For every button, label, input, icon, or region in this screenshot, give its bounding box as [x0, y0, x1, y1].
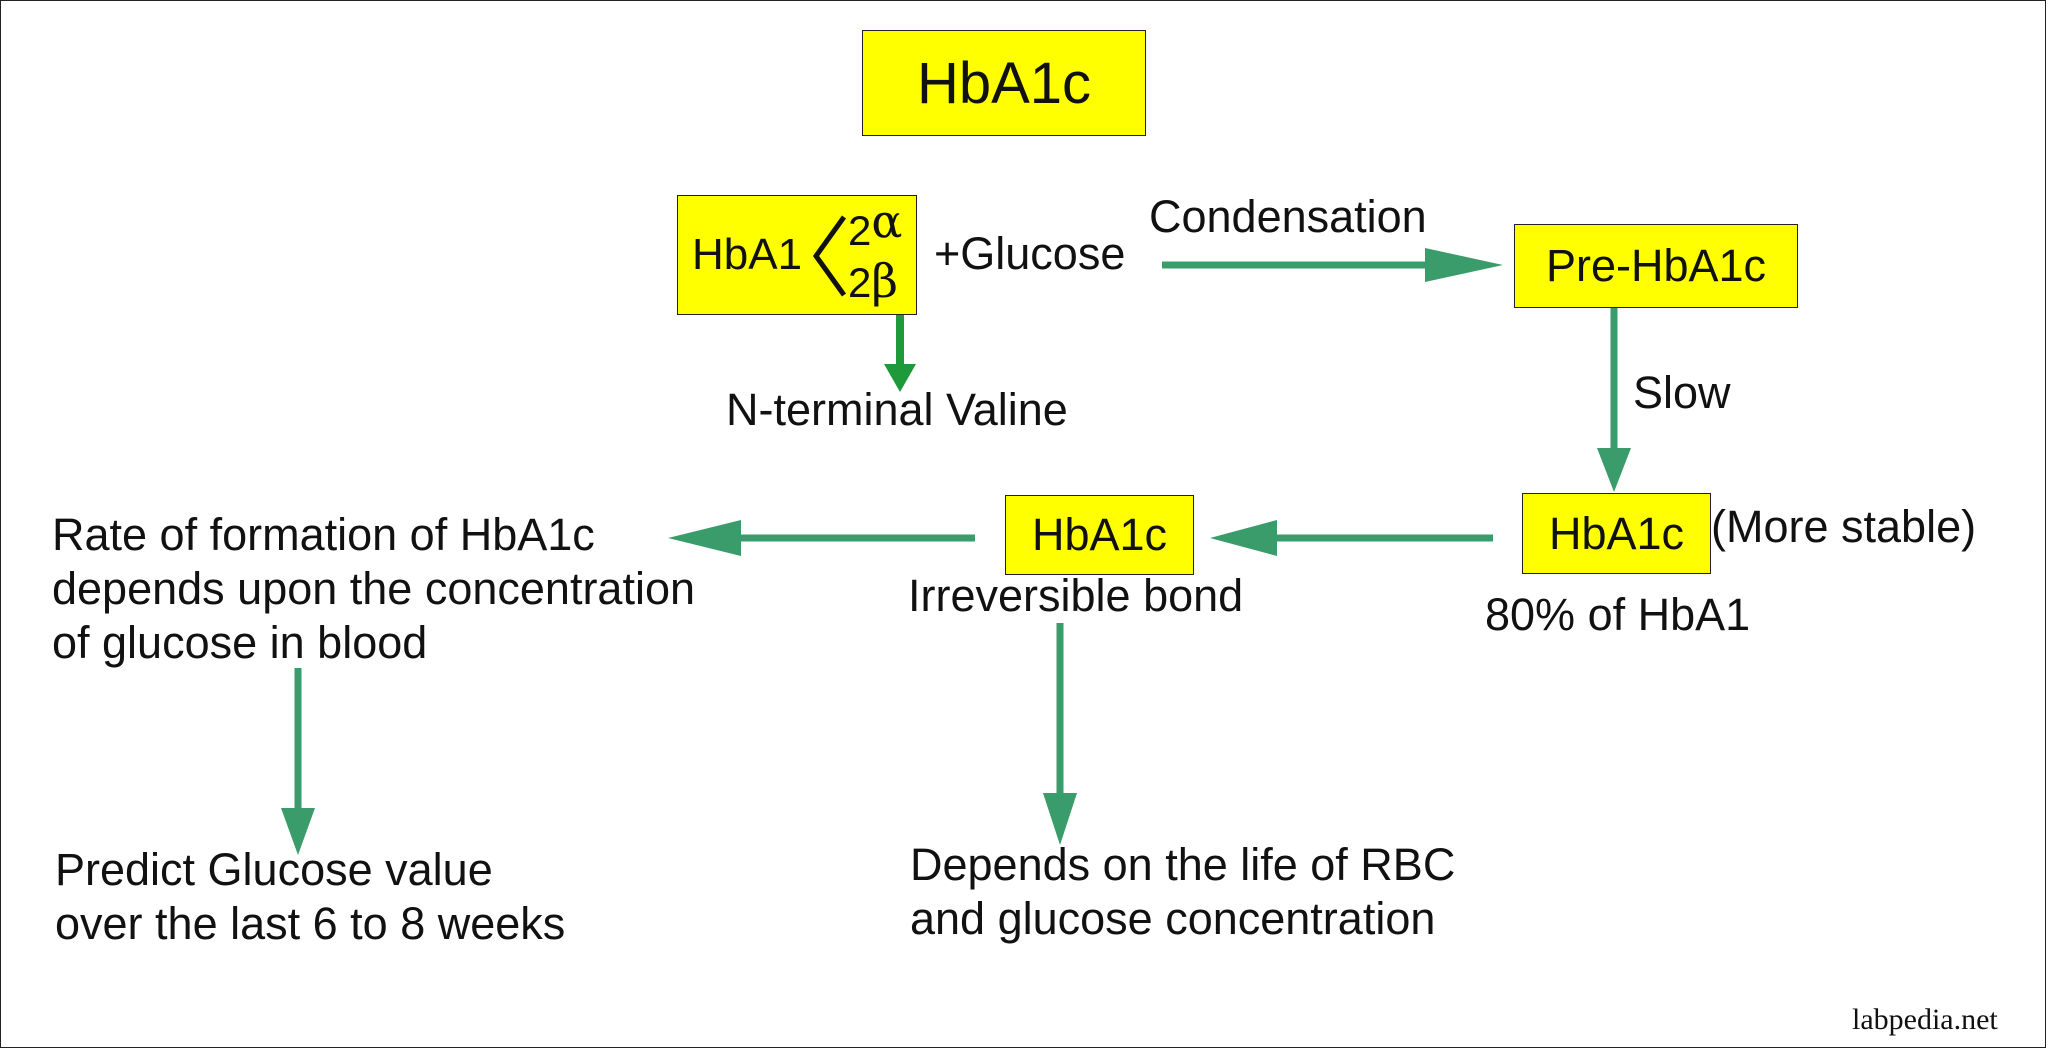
arrowhead-to-middle — [1210, 520, 1277, 556]
n-terminal-valine: N-terminal Valine — [726, 384, 1068, 435]
beta-chain: 2β — [848, 254, 898, 309]
alpha-symbol: α — [871, 194, 903, 248]
hba1-label: HbA1 — [692, 230, 803, 279]
depends-on-rbc-text: Depends on the life of RBC and glucose c… — [910, 839, 1456, 944]
chain-bracket — [812, 215, 847, 297]
hba1c-middle-text: HbA1c — [1031, 509, 1168, 560]
alpha-count: 2 — [848, 207, 872, 254]
plus-glucose: +Glucose — [934, 228, 1126, 279]
hba1c-middle-box: HbA1c — [1005, 495, 1194, 575]
slow-label: Slow — [1633, 367, 1731, 418]
arrowhead-to-depends — [1043, 793, 1077, 845]
alpha-chain: 2α — [848, 194, 902, 257]
irreversible-bond: Irreversible bond — [908, 570, 1244, 621]
beta-count: 2 — [848, 259, 872, 306]
title-text: HbA1c — [916, 50, 1092, 116]
hba1c-stable-text: HbA1c — [1548, 507, 1685, 559]
pre-hba1c-box: Pre-HbA1c — [1514, 224, 1798, 308]
hba1-box: HbA1 2α 2β — [677, 194, 917, 315]
predict-glucose-text: Predict Glucose value over the last 6 to… — [55, 844, 566, 949]
condensation-label: Condensation — [1149, 191, 1427, 242]
more-stable-label: (More stable) — [1711, 501, 1977, 552]
pre-hba1c-text: Pre-HbA1c — [1545, 240, 1767, 291]
watermark: labpedia.net — [1852, 1003, 1998, 1036]
rate-of-formation-text: Rate of formation of HbA1c depends upon … — [52, 509, 696, 668]
arrowhead-n-terminal — [884, 364, 916, 392]
hba1c-stable-box: HbA1c — [1522, 493, 1711, 574]
beta-symbol: β — [871, 254, 898, 308]
title-box: HbA1c — [862, 30, 1146, 136]
arrowhead-condensation — [1425, 248, 1503, 282]
arrowhead-slow — [1597, 448, 1631, 492]
percent-of-hba1: 80% of HbA1 — [1485, 589, 1751, 640]
arrowhead-to-predict — [281, 808, 315, 855]
arrowhead-to-rate — [668, 520, 741, 556]
